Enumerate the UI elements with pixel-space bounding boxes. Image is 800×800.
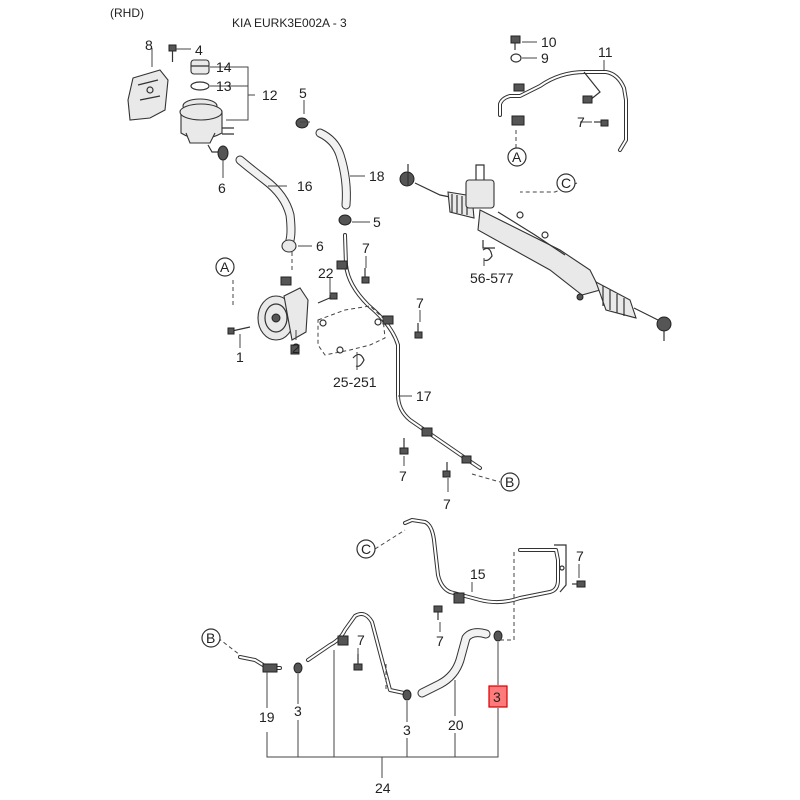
label-part-11: 11 xyxy=(598,44,613,60)
label-part-7: 7 xyxy=(576,548,584,564)
bolt xyxy=(414,323,423,339)
gear-ref-mark xyxy=(482,247,493,262)
pump-bolt xyxy=(227,326,251,335)
label-part-17: 17 xyxy=(416,388,432,404)
label-part-7: 7 xyxy=(362,240,370,256)
label-part-22: 22 xyxy=(318,265,334,281)
pump-bracket-ref xyxy=(317,305,386,367)
bolt xyxy=(433,605,443,620)
connector-c-label: C xyxy=(561,175,571,191)
connector-b-label: B xyxy=(505,474,514,490)
hose-clamp xyxy=(293,662,303,674)
connector-b: B xyxy=(500,472,520,492)
hose-clamp xyxy=(295,117,309,129)
connector-c: C xyxy=(556,173,576,193)
return-hose-18 xyxy=(315,128,351,210)
connector-a: A xyxy=(507,147,527,167)
label-part-19: 19 xyxy=(259,709,275,725)
label-part-7: 7 xyxy=(443,496,451,512)
hose-clamp xyxy=(217,145,229,161)
pump-bracket-bolt xyxy=(317,292,338,304)
label-part-3-highlighted[interactable]: 3 xyxy=(493,689,501,705)
pressure-tube-15 xyxy=(403,518,567,605)
hose-clamp xyxy=(281,239,297,253)
connector-a-label: A xyxy=(512,149,522,165)
label-part-15: 15 xyxy=(470,566,486,582)
label-part-7: 7 xyxy=(399,468,407,484)
connector-b: B xyxy=(201,628,221,648)
bolt xyxy=(572,580,586,588)
ref-pump-bracket: 25-251 xyxy=(333,374,377,390)
label-part-7: 7 xyxy=(436,633,444,649)
oil-reservoir xyxy=(179,98,234,153)
highlight-part-3[interactable]: 3 xyxy=(488,685,508,708)
label-part-1: 1 xyxy=(236,349,244,365)
return-tube-19 xyxy=(238,655,282,673)
label-part-4: 4 xyxy=(195,42,203,58)
reservoir-cap xyxy=(190,59,210,75)
header-variant: (RHD) xyxy=(110,6,144,20)
reservoir-bracket xyxy=(127,69,169,121)
label-part-13: 13 xyxy=(216,78,232,94)
label-part-7: 7 xyxy=(577,114,585,130)
connector-c: C xyxy=(356,539,376,559)
connector-a: A xyxy=(215,257,235,277)
label-part-6: 6 xyxy=(316,238,324,254)
label-part-2: 2 xyxy=(292,340,300,356)
bolt xyxy=(361,268,370,284)
label-part-20: 20 xyxy=(448,717,464,733)
label-part-12: 12 xyxy=(262,87,278,103)
hose-clamp xyxy=(402,689,412,701)
return-tube-17 xyxy=(336,233,482,470)
label-part-3: 3 xyxy=(294,703,302,719)
label-part-8: 8 xyxy=(145,37,153,53)
connector-b-label: B xyxy=(206,630,215,646)
label-part-9: 9 xyxy=(541,50,549,66)
connector-a-label: A xyxy=(220,259,230,275)
bolt-10 xyxy=(510,35,521,50)
label-part-5: 5 xyxy=(299,85,307,101)
header-catalog-ref: KIA EURK3E002A - 3 xyxy=(232,16,347,30)
label-part-5: 5 xyxy=(373,214,381,230)
label-part-7: 7 xyxy=(357,632,365,648)
bolt xyxy=(353,654,363,671)
return-tube-assy xyxy=(306,612,406,695)
reservoir-gasket xyxy=(190,81,210,91)
label-part-3: 3 xyxy=(403,722,411,738)
label-part-18: 18 xyxy=(369,168,385,184)
bolt xyxy=(399,438,409,455)
steering-gear xyxy=(399,164,672,341)
connector-c-label: C xyxy=(361,541,371,557)
suction-hose-16 xyxy=(235,155,296,245)
label-part-7: 7 xyxy=(416,295,424,311)
reservoir-bolt xyxy=(168,44,177,62)
hose-clamp xyxy=(338,214,352,226)
label-part-14: 14 xyxy=(216,59,232,75)
oil-pump xyxy=(257,276,309,355)
label-part-10: 10 xyxy=(541,34,557,50)
bolt xyxy=(594,119,609,127)
label-part-6: 6 xyxy=(218,180,226,196)
ref-steering-gear: 56-577 xyxy=(470,270,514,286)
washer-9 xyxy=(510,53,522,63)
leader-lines xyxy=(151,41,605,778)
cooler-hose-20 xyxy=(417,628,491,698)
hose-clamp xyxy=(493,630,503,642)
bolt xyxy=(442,462,451,478)
pressure-tube-11 xyxy=(498,70,628,152)
label-part-24: 24 xyxy=(375,780,391,796)
label-part-16: 16 xyxy=(297,178,313,194)
